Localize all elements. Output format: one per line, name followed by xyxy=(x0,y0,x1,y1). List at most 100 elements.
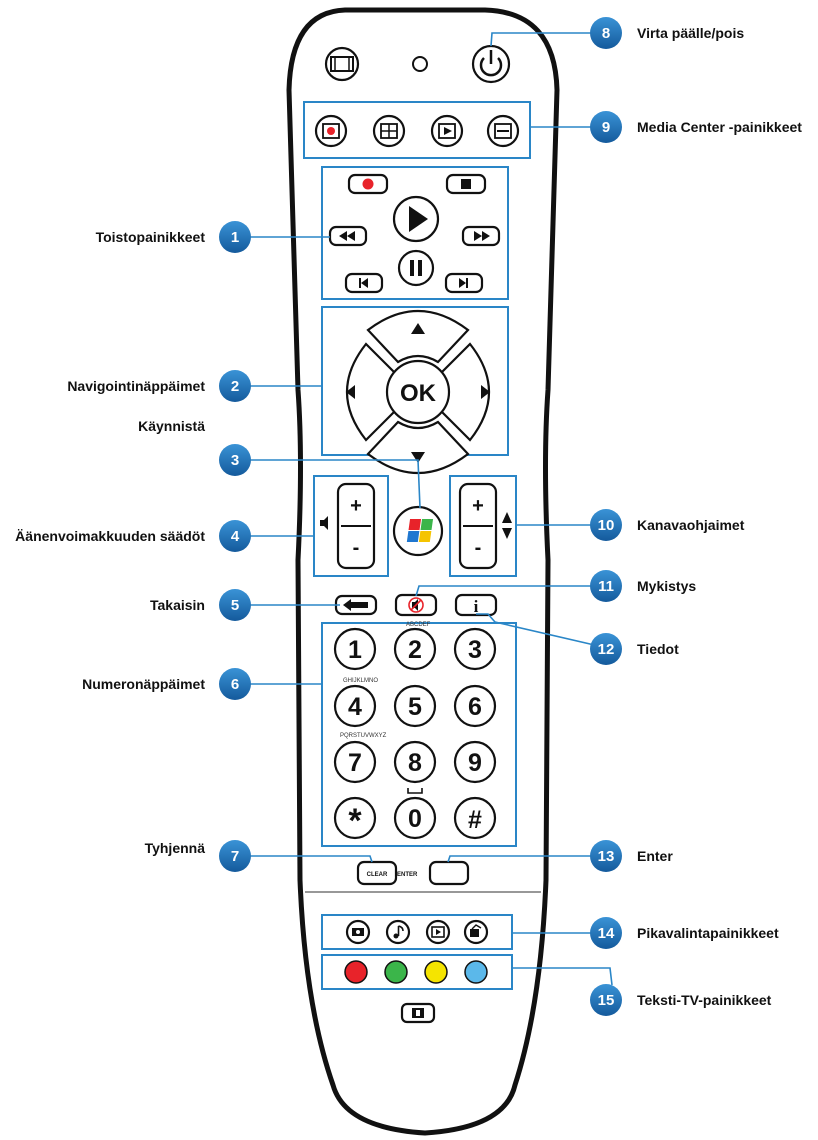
skip-back-button[interactable] xyxy=(344,272,384,294)
quick-key-pictures[interactable] xyxy=(345,919,371,945)
quick-key-music[interactable] xyxy=(385,919,411,945)
skip-forward-icon xyxy=(459,278,468,288)
svg-text:6: 6 xyxy=(231,676,239,693)
callout-10: 10 Kanavaohjaimet xyxy=(590,509,745,541)
key-1[interactable]: 1 xyxy=(333,627,377,671)
svg-text:1: 1 xyxy=(231,229,239,246)
callout-11: 11 Mykistys xyxy=(590,570,696,602)
arrow-left-icon xyxy=(346,385,355,399)
skip-forward-button[interactable] xyxy=(444,272,484,294)
fast-forward-button[interactable] xyxy=(461,225,501,247)
ok-button[interactable]: OK xyxy=(385,359,451,425)
dvd-menu-button[interactable] xyxy=(486,114,520,148)
clear-button[interactable]: CLEAR xyxy=(356,860,398,886)
svg-text:Mykistys: Mykistys xyxy=(637,578,696,594)
yellow-button[interactable] xyxy=(424,960,448,984)
blue-button[interactable] xyxy=(464,960,488,984)
record-icon xyxy=(362,178,374,190)
svg-text:8: 8 xyxy=(408,749,422,777)
channel-rocker[interactable]: + - xyxy=(458,482,498,570)
key-5[interactable]: 5 xyxy=(393,684,437,728)
svg-text:Äänenvoimakkuuden säädöt: Äänenvoimakkuuden säädöt xyxy=(15,528,205,544)
menu-icon xyxy=(494,123,512,139)
playback-group xyxy=(321,166,509,300)
mute-button[interactable] xyxy=(394,593,438,617)
speaker-icon xyxy=(320,516,328,530)
quick-keys-group xyxy=(321,914,513,950)
svg-text:2: 2 xyxy=(408,636,422,664)
svg-text:0: 0 xyxy=(408,805,422,833)
pause-button[interactable] xyxy=(397,249,435,287)
key-9[interactable]: 9 xyxy=(453,740,497,784)
teletext-group xyxy=(321,954,513,990)
svg-text:3: 3 xyxy=(468,636,482,664)
svg-text:4: 4 xyxy=(231,528,240,545)
callout-3: 3 Käynnistä xyxy=(138,418,251,476)
start-button[interactable] xyxy=(392,505,444,557)
svg-text:Kanavaohjaimet: Kanavaohjaimet xyxy=(637,517,745,533)
back-button[interactable] xyxy=(334,594,378,616)
svg-text:15: 15 xyxy=(598,992,615,1009)
pause-icon xyxy=(410,260,422,276)
key-2[interactable]: 2 xyxy=(393,627,437,671)
svg-text:6: 6 xyxy=(468,693,482,721)
arrow-up-icon xyxy=(411,323,425,334)
letter-hint-ghijklmno: GHIJKLMNO xyxy=(343,678,378,684)
tv-icon xyxy=(322,123,340,139)
svg-text:Tiedot: Tiedot xyxy=(637,641,679,657)
play-icon xyxy=(409,206,428,232)
key-6[interactable]: 6 xyxy=(453,684,497,728)
guide-icon xyxy=(380,123,398,139)
key-star[interactable]: * xyxy=(333,796,377,840)
video-icon xyxy=(431,926,445,938)
svg-text:10: 10 xyxy=(598,517,615,534)
key-hash[interactable]: # xyxy=(453,796,497,840)
clear-label: CLEAR xyxy=(367,872,388,878)
green-button[interactable] xyxy=(384,960,408,984)
aspect-button[interactable] xyxy=(324,46,360,82)
play-button[interactable] xyxy=(392,195,440,243)
nav-up-button[interactable] xyxy=(366,310,470,364)
quick-key-tv[interactable] xyxy=(463,919,489,945)
key-0[interactable]: 0 xyxy=(393,796,437,840)
arrow-right-icon xyxy=(481,385,490,399)
rewind-button[interactable] xyxy=(328,225,368,247)
callout-6: 6 Numeronäppäimet xyxy=(82,668,251,700)
stop-button[interactable] xyxy=(445,173,487,195)
live-tv-button[interactable] xyxy=(314,114,348,148)
enter-button[interactable] xyxy=(428,860,470,886)
power-button[interactable] xyxy=(471,44,511,84)
guide-button[interactable] xyxy=(372,114,406,148)
callout-4: 4 Äänenvoimakkuuden säädöt xyxy=(15,520,251,552)
callout-1: 1 Toistopainikkeet xyxy=(96,221,251,253)
svg-text:Virta päälle/pois: Virta päälle/pois xyxy=(637,25,744,41)
camera-icon xyxy=(352,928,364,936)
key-3[interactable]: 3 xyxy=(453,627,497,671)
key-7[interactable]: 7 xyxy=(333,740,377,784)
callout-9: 9 Media Center -painikkeet xyxy=(590,111,802,143)
svg-text:7: 7 xyxy=(231,848,239,865)
svg-text:Enter: Enter xyxy=(637,848,673,864)
callout-13: 13 Enter xyxy=(590,840,673,872)
skip-back-icon xyxy=(359,278,368,288)
recorded-tv-button[interactable] xyxy=(430,114,464,148)
teletext-button[interactable] xyxy=(400,1002,436,1024)
key-4[interactable]: 4 xyxy=(333,684,377,728)
callout-8: 8 Virta päälle/pois xyxy=(590,17,744,49)
svg-text:1: 1 xyxy=(348,636,362,664)
key-8[interactable]: 8 xyxy=(393,740,437,784)
red-button[interactable] xyxy=(344,960,368,984)
arrow-down-icon xyxy=(411,452,425,463)
svg-text:Toistopainikkeet: Toistopainikkeet xyxy=(96,229,206,245)
channel-arrows-icon xyxy=(502,512,512,539)
record-button[interactable] xyxy=(347,173,389,195)
windows-logo-icon xyxy=(406,519,434,542)
volume-group xyxy=(313,475,389,577)
enter-label: ENTER xyxy=(397,872,418,878)
info-button[interactable]: i xyxy=(454,593,498,617)
quick-key-videos[interactable] xyxy=(425,919,451,945)
svg-text:5: 5 xyxy=(231,597,239,614)
svg-text:Käynnistä: Käynnistä xyxy=(138,418,205,434)
volume-rocker[interactable]: + - xyxy=(336,482,376,570)
